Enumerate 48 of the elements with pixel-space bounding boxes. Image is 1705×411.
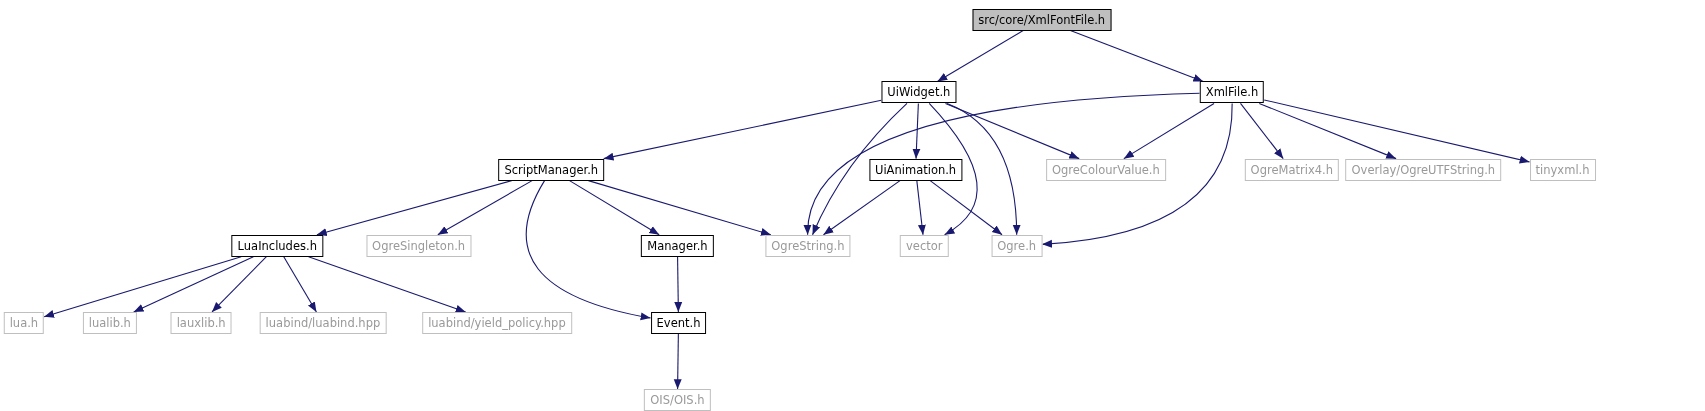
- arrow: [936, 30, 1024, 82]
- arrow: [812, 102, 908, 236]
- arrow: [211, 256, 267, 313]
- arrow: [929, 180, 1003, 236]
- file-box: Ogre.h: [991, 234, 1043, 257]
- file-box: ScriptManager.h: [498, 158, 605, 181]
- arrow: [944, 102, 1080, 160]
- arrow: [437, 180, 533, 236]
- file-box: XmlFile.h: [1199, 81, 1265, 104]
- file-box: vector: [900, 234, 949, 257]
- file-box: OgreSingleton.h: [366, 234, 472, 257]
- file-box: OgreString.h: [765, 234, 851, 257]
- file-box: LuaIncludes.h: [231, 234, 323, 257]
- arrow: [673, 333, 682, 390]
- file-box: luabind/yield_policy.hpp: [422, 311, 572, 334]
- file-box: lualib.h: [82, 311, 137, 334]
- file-box: lauxlib.h: [170, 311, 232, 334]
- file-box: tinyxml.h: [1529, 158, 1596, 181]
- arrow: [916, 180, 926, 236]
- arrow: [822, 180, 901, 236]
- file-box: OIS/OIS.h: [644, 389, 711, 411]
- arrow: [308, 256, 467, 313]
- arrow: [912, 102, 921, 160]
- file-box: Overlay/OgreUTFString.h: [1345, 158, 1502, 181]
- arrow: [43, 256, 242, 318]
- arrow: [283, 256, 317, 313]
- file-box: UiAnimation.h: [868, 158, 963, 181]
- arrow: [133, 256, 254, 313]
- arrow: [1263, 99, 1531, 164]
- arrow: [1258, 102, 1397, 160]
- file-box: Event.h: [650, 311, 707, 334]
- arrow: [569, 180, 660, 236]
- file-box: OgreMatrix4.h: [1244, 158, 1339, 181]
- arrow: [674, 256, 683, 313]
- arrow: [1239, 102, 1284, 160]
- arrow: [603, 99, 882, 161]
- arrow: [946, 102, 1021, 236]
- arrow: [525, 180, 652, 320]
- file-box: lua.h: [3, 311, 45, 334]
- file-box: Manager.h: [641, 234, 714, 257]
- file-box: OgreColourValue.h: [1045, 158, 1166, 181]
- arrow: [804, 92, 1201, 236]
- file-box: src/core/XmlFontFile.h: [972, 8, 1112, 31]
- arrow: [1041, 102, 1233, 248]
- file-box: UiWidget.h: [881, 81, 957, 104]
- arrow: [928, 102, 978, 236]
- arrow: [1123, 102, 1215, 160]
- file-box: luabind/luabind.hpp: [259, 311, 387, 334]
